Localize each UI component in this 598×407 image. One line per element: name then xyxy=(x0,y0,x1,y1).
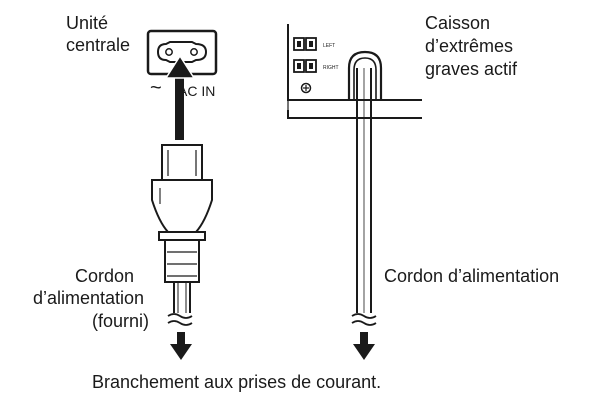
power-plug-icon xyxy=(151,144,213,283)
subwoofer-title-line2: d’extrêmes xyxy=(425,36,514,56)
ac-symbol: ~ xyxy=(150,77,162,99)
supplied-cord-label-line1: Cordon xyxy=(75,266,135,286)
subwoofer-power-cord xyxy=(351,68,377,326)
supplied-cord-label-line3: (fourni) xyxy=(92,311,150,331)
ac-in-label: AC IN xyxy=(178,83,215,99)
supplied-power-cord xyxy=(167,282,193,326)
terminal-label-right: RIGHT xyxy=(323,65,339,71)
ac-inlet-icon xyxy=(146,29,218,76)
main-unit-title-line1: Unité xyxy=(66,13,109,33)
ground-symbol-icon xyxy=(300,82,312,94)
supplied-cord-label-line2: d’alimentation xyxy=(33,288,145,308)
arrow-down-icon xyxy=(353,332,375,360)
cord-entry-grommet xyxy=(347,50,383,100)
speaker-terminal-icon: LEFT RIGHT xyxy=(293,37,339,73)
ac-in-label-group: ~ AC IN xyxy=(150,77,215,99)
main-unit-title-line2: centrale xyxy=(66,35,131,55)
arrow-up-icon xyxy=(164,54,196,140)
subwoofer-title-line3: graves actif xyxy=(425,59,518,79)
caption: Branchement aux prises de courant. xyxy=(92,372,382,392)
terminal-label-left: LEFT xyxy=(323,43,335,49)
subwoofer-rear-panel xyxy=(287,24,422,119)
arrow-down-icon xyxy=(170,332,192,360)
subwoofer-cord-label: Cordon d’alimentation xyxy=(384,266,560,286)
subwoofer-title-line1: Caisson xyxy=(425,13,491,33)
